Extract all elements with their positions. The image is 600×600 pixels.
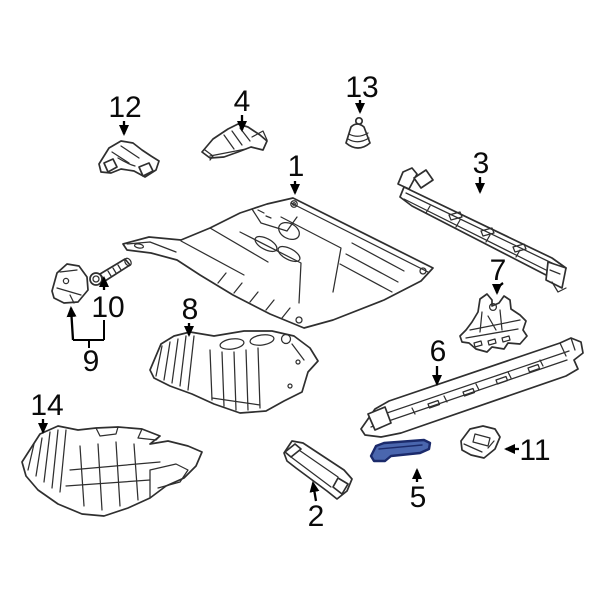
part-drawing-8[interactable] <box>149 330 319 414</box>
arrow-part-9 <box>66 306 77 341</box>
part-label-7[interactable]: 7 <box>490 254 507 287</box>
part-label-13[interactable]: 13 <box>345 71 378 104</box>
part-drawing-3[interactable] <box>397 167 567 293</box>
part-label-5[interactable]: 5 <box>410 481 427 514</box>
part-label-12[interactable]: 12 <box>108 91 141 124</box>
part-drawing-6[interactable] <box>360 337 584 438</box>
part-label-8[interactable]: 8 <box>182 293 199 326</box>
part-label-9[interactable]: 9 <box>83 345 100 378</box>
part-drawing-13[interactable] <box>345 116 371 149</box>
part-drawing-12[interactable] <box>98 140 160 178</box>
part-drawing-14[interactable] <box>21 425 203 517</box>
part-drawing-5-highlighted[interactable] <box>369 438 432 463</box>
part-drawing-2[interactable] <box>283 440 353 500</box>
part-drawing-7[interactable] <box>459 293 528 353</box>
part-drawing-10[interactable] <box>89 257 132 286</box>
part-label-3[interactable]: 3 <box>473 147 490 180</box>
part-drawing-1[interactable] <box>122 197 434 329</box>
part-drawing-4[interactable] <box>201 123 268 161</box>
part-label-2[interactable]: 2 <box>308 500 325 533</box>
part-label-1[interactable]: 1 <box>288 150 305 183</box>
part-label-4[interactable]: 4 <box>234 85 251 118</box>
part-drawing-9[interactable] <box>51 263 89 304</box>
connector-part-9 <box>73 320 105 348</box>
arrow-part-7 <box>492 282 504 295</box>
part-label-6[interactable]: 6 <box>430 335 447 368</box>
part-drawing-11[interactable] <box>460 425 501 459</box>
part-label-10[interactable]: 10 <box>91 291 124 324</box>
part-label-11[interactable]: 11 <box>519 434 550 467</box>
arrow-part-2 <box>309 481 320 502</box>
part-label-14[interactable]: 14 <box>30 389 63 422</box>
